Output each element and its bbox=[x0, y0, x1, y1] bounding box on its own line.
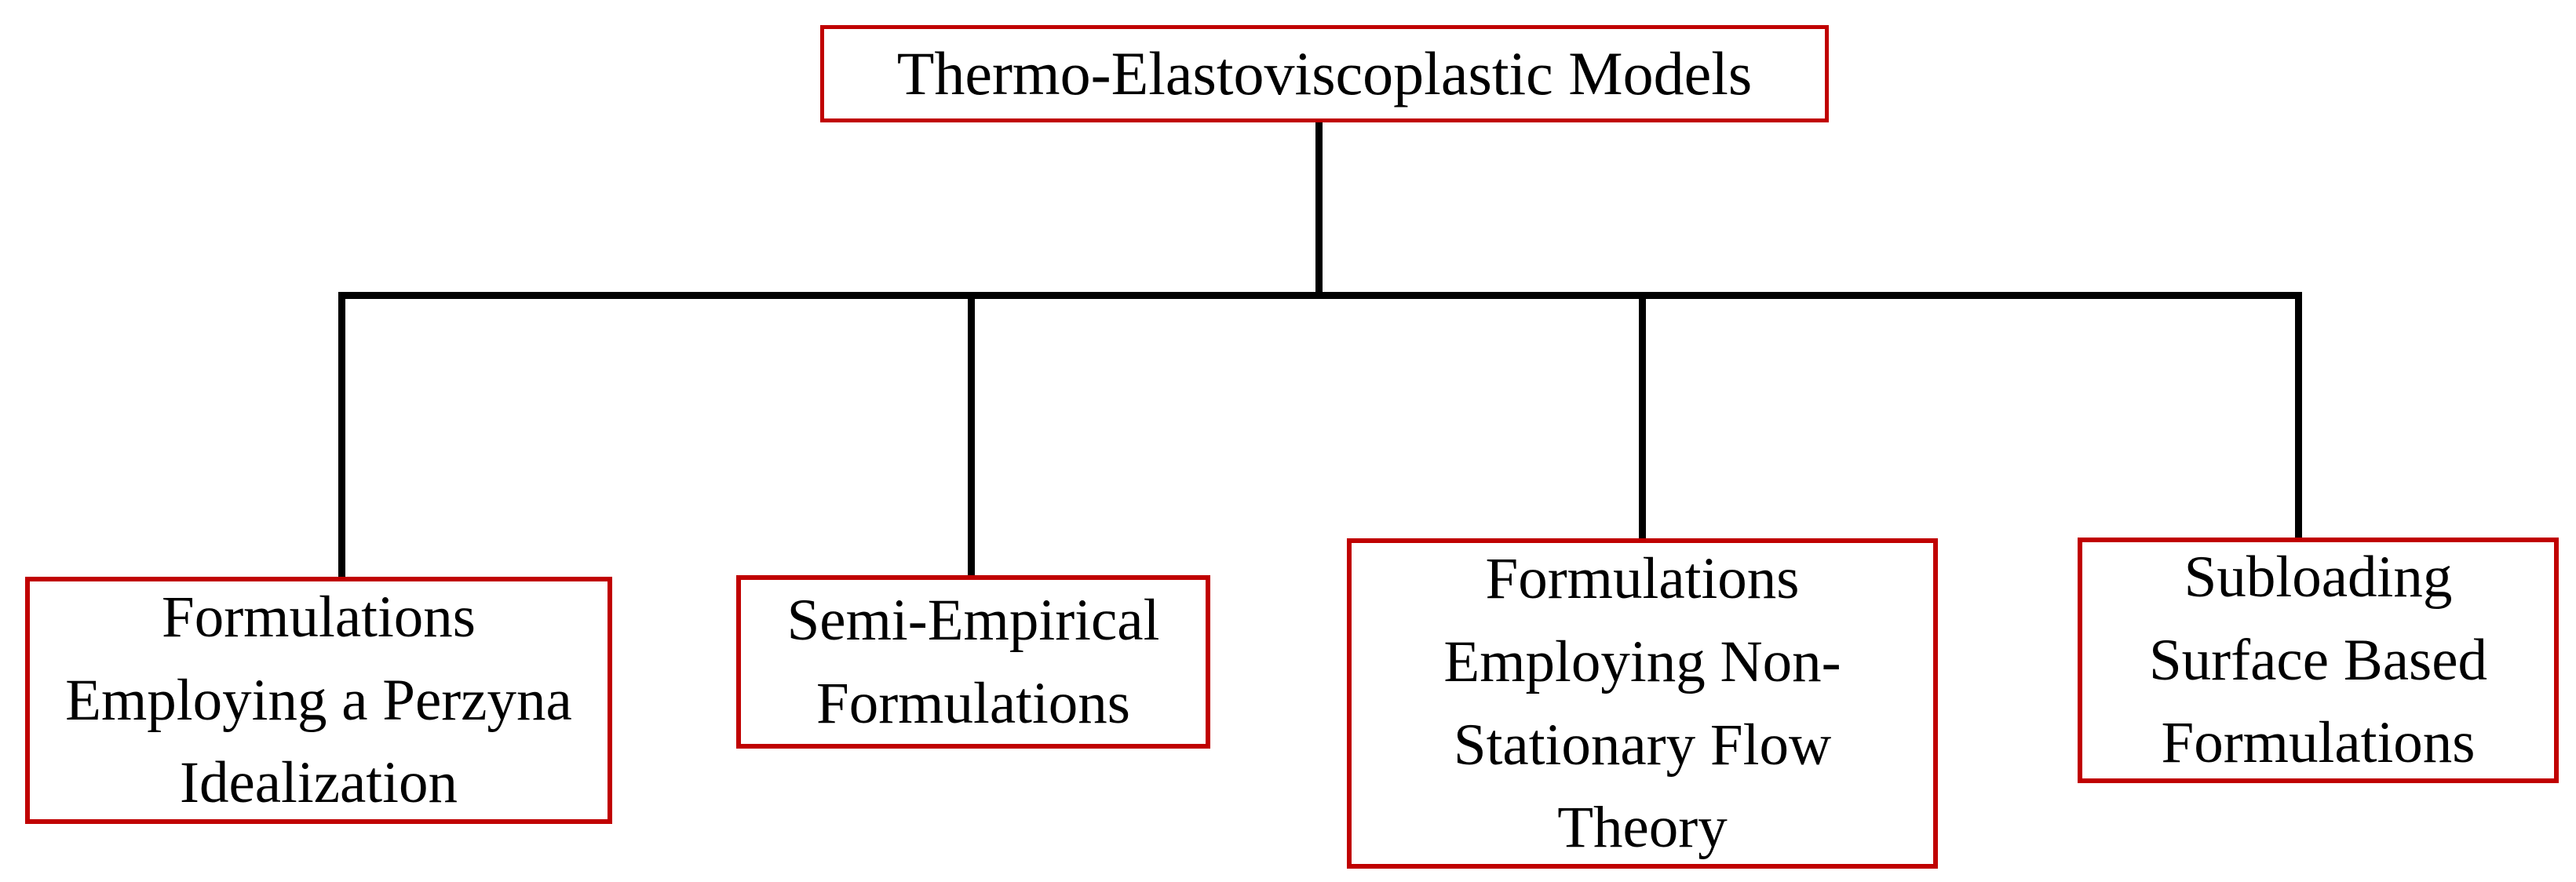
connector-drop-perzyna bbox=[338, 295, 345, 577]
node-perzyna-idealization: Formulations Employing a Perzyna Idealiz… bbox=[25, 577, 612, 824]
node-semi-empirical: Semi-Empirical Formulations bbox=[736, 575, 1210, 749]
connector-drop-subloading bbox=[2295, 295, 2302, 538]
node-root-label: Thermo-Elastoviscoplastic Models bbox=[896, 39, 1753, 108]
connector-drop-semi-empirical bbox=[968, 295, 975, 575]
connector-root-drop bbox=[1315, 122, 1323, 295]
node-semi-empirical-label: Semi-Empirical Formulations bbox=[786, 587, 1160, 736]
connector-horizontal-trunk bbox=[338, 292, 2302, 299]
connector-drop-non-stationary bbox=[1639, 295, 1646, 538]
node-non-stationary-flow-theory: Formulations Employing Non- Stationary F… bbox=[1347, 538, 1938, 869]
node-subloading-label: Subloading Surface Based Formulations bbox=[2148, 544, 2488, 776]
node-root-thermo-elastoviscoplastic-models: Thermo-Elastoviscoplastic Models bbox=[820, 25, 1829, 122]
node-perzyna-label: Formulations Employing a Perzyna Idealiz… bbox=[65, 584, 572, 816]
node-subloading-surface-based: Subloading Surface Based Formulations bbox=[2078, 538, 2559, 783]
node-non-stationary-label: Formulations Employing Non- Stationary F… bbox=[1443, 546, 1841, 861]
